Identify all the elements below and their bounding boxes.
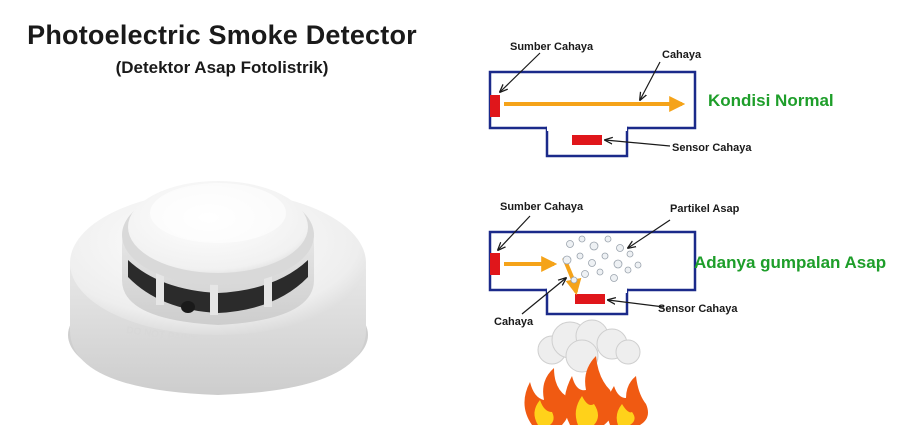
chamber-gap [547,126,627,131]
light-pointer [521,278,566,315]
vent-rib [156,273,164,305]
light-label: Cahaya [494,316,534,328]
smoke-detector-image: DO NOT PAINT [68,181,368,395]
normal-state-label: Kondisi Normal [708,91,834,110]
source-pointer [500,52,541,92]
smoke-particles [562,235,642,284]
sensor-pointer [608,300,665,308]
photoelectric-diagram: Sumber Cahaya Cahaya Kondisi Normal Sens… [488,41,886,425]
smoke-condition-panel: Sumber Cahaya Partikel Asap Adanya gumpa… [488,201,886,328]
page-subtitle: (Detektor Asap Fotolistrik) [115,58,329,77]
led-indicator [181,301,195,313]
particles-pointer [628,219,671,248]
chamber-outline [488,70,697,130]
light-source [490,253,500,275]
sensor-label: Sensor Cahaya [658,303,738,315]
vent-rib [210,283,218,315]
page-title: Photoelectric Smoke Detector [27,20,417,50]
source-label: Sumber Cahaya [510,41,594,53]
light-label: Cahaya [662,49,702,61]
light-pointer [640,61,661,100]
chamber-gap [547,288,627,293]
source-label: Sumber Cahaya [500,201,584,213]
particles-label: Partikel Asap [670,203,740,215]
normal-condition-panel: Sumber Cahaya Cahaya Kondisi Normal Sens… [488,41,834,158]
light-sensor [572,135,602,145]
source-pointer [498,215,531,250]
smoke-cloud [537,319,641,373]
cap-highlight [150,183,286,243]
sensor-label: Sensor Cahaya [672,142,752,154]
light-sensor [575,294,605,304]
light-source [490,95,500,117]
smoke-state-label: Adanya gumpalan Asap [694,253,886,272]
fire-icon [524,356,648,425]
vent-slots [128,260,308,313]
vent-rib [264,275,272,307]
sensor-pointer [605,140,671,147]
